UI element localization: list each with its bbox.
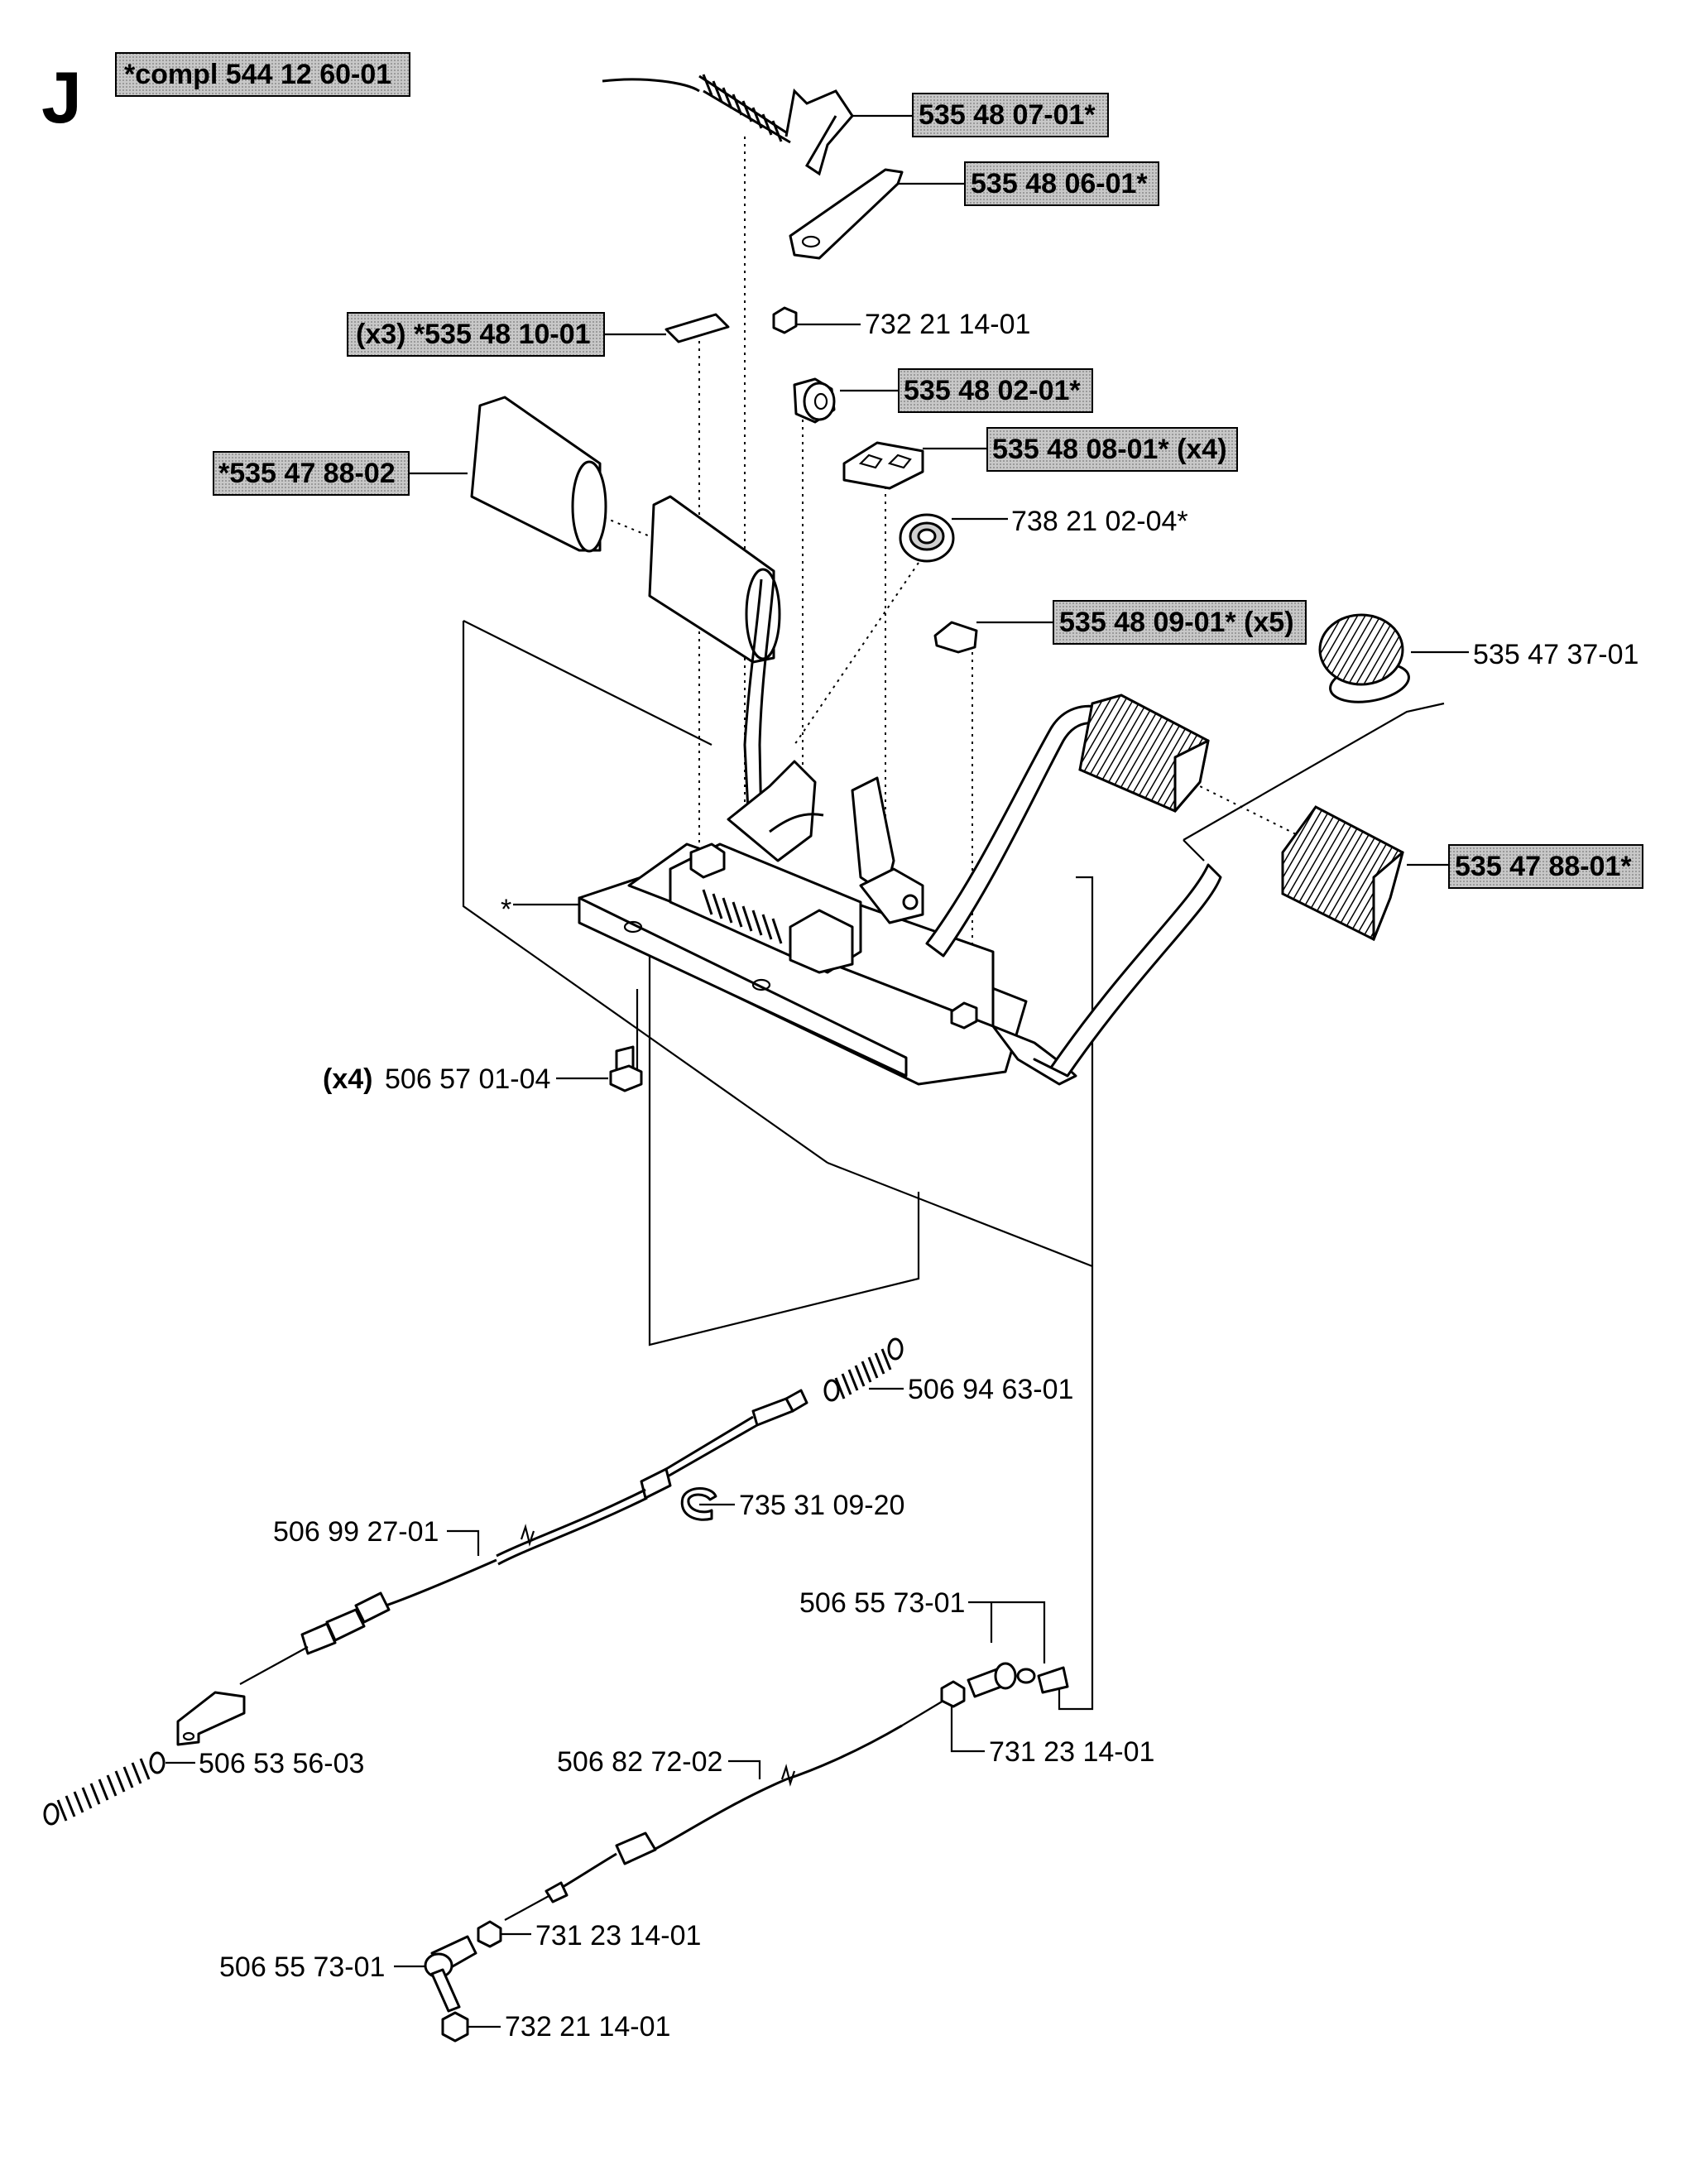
label-x4: (x4) bbox=[323, 1063, 372, 1095]
label-asterisk: * bbox=[501, 894, 511, 925]
nut-731231401-b bbox=[477, 1920, 502, 1948]
label-731231401-a: 731 23 14-01 bbox=[989, 1736, 1154, 1768]
bearing-738210204 bbox=[899, 513, 955, 563]
label-535478801: 535 47 88-01* bbox=[1455, 851, 1632, 882]
label-535480801: 535 48 08-01* (x4) bbox=[992, 434, 1227, 465]
grip-535478802 bbox=[470, 396, 781, 664]
central-mechanism bbox=[669, 760, 978, 1030]
label-506570104: 506 57 01-04 bbox=[385, 1063, 550, 1095]
label-735310920: 735 31 09-20 bbox=[739, 1490, 904, 1521]
box-535480701 bbox=[912, 93, 1109, 137]
label-732211401-bot: 732 21 14-01 bbox=[505, 2011, 670, 2043]
part-labels: *compl 544 12 60-01 535 48 07-01* 535 48… bbox=[124, 59, 1638, 2043]
spring-506946301 bbox=[823, 1337, 904, 1402]
spring-535480701 bbox=[602, 74, 854, 176]
section-letter: J bbox=[41, 56, 82, 138]
label-732211401-top: 732 21 14-01 bbox=[865, 309, 1030, 340]
label-535480601: 535 48 06-01* bbox=[971, 168, 1148, 199]
label-738210204: 738 21 02-04* bbox=[1011, 506, 1188, 537]
ball-joint-506557301-b bbox=[424, 1935, 477, 2013]
box-535478801 bbox=[1448, 844, 1643, 889]
cable-506827202 bbox=[504, 1700, 944, 1921]
bracket-535480601 bbox=[789, 168, 904, 260]
label-535480201: 535 48 02-01* bbox=[904, 375, 1081, 406]
clip-735310920 bbox=[680, 1487, 717, 1521]
label-506946301: 506 94 63-01 bbox=[908, 1374, 1073, 1405]
leader-lines bbox=[166, 114, 1469, 2028]
clip-535480901 bbox=[933, 621, 978, 654]
label-535478802: *535 47 88-02 bbox=[218, 458, 396, 489]
ball-joint-506557301-a bbox=[940, 1662, 1069, 1708]
label-731231401-b: 731 23 14-01 bbox=[535, 1920, 701, 1951]
frame-outlines bbox=[462, 620, 1445, 1711]
label-506827202: 506 82 72-02 bbox=[557, 1746, 722, 1778]
label-506992701: 506 99 27-01 bbox=[273, 1516, 439, 1548]
nut-732211401-top bbox=[772, 306, 798, 334]
label-535480901: 535 48 09-01* (x5) bbox=[1059, 607, 1294, 638]
plate-535481001 bbox=[664, 313, 730, 343]
label-506557301-b: 506 55 73-01 bbox=[219, 1951, 385, 1983]
box-compl bbox=[115, 52, 410, 97]
label-506557301-a: 506 55 73-01 bbox=[799, 1587, 965, 1619]
bushing-535480201 bbox=[793, 377, 836, 424]
cable-506992701 bbox=[176, 1389, 808, 1746]
label-boxes bbox=[115, 52, 1643, 889]
nut-732211401-bot bbox=[441, 2011, 469, 2043]
pedal-pads-535478801 bbox=[1078, 694, 1404, 942]
box-535480601 bbox=[964, 161, 1159, 206]
bolt-506570104 bbox=[609, 1045, 643, 1092]
box-535480801 bbox=[986, 427, 1238, 472]
box-535478802 bbox=[213, 451, 410, 496]
label-535480701: 535 48 07-01* bbox=[919, 99, 1096, 131]
knob-535473701 bbox=[1318, 613, 1410, 703]
label-506535603: 506 53 56-03 bbox=[199, 1748, 364, 1779]
box-535480201 bbox=[898, 368, 1093, 413]
block-535480801 bbox=[842, 441, 924, 490]
spring-506535603 bbox=[43, 1751, 166, 1826]
label-compl: *compl 544 12 60-01 bbox=[124, 59, 391, 90]
label-535481001: (x3) *535 48 10-01 bbox=[356, 319, 591, 350]
label-535473701: 535 47 37-01 bbox=[1473, 639, 1638, 670]
